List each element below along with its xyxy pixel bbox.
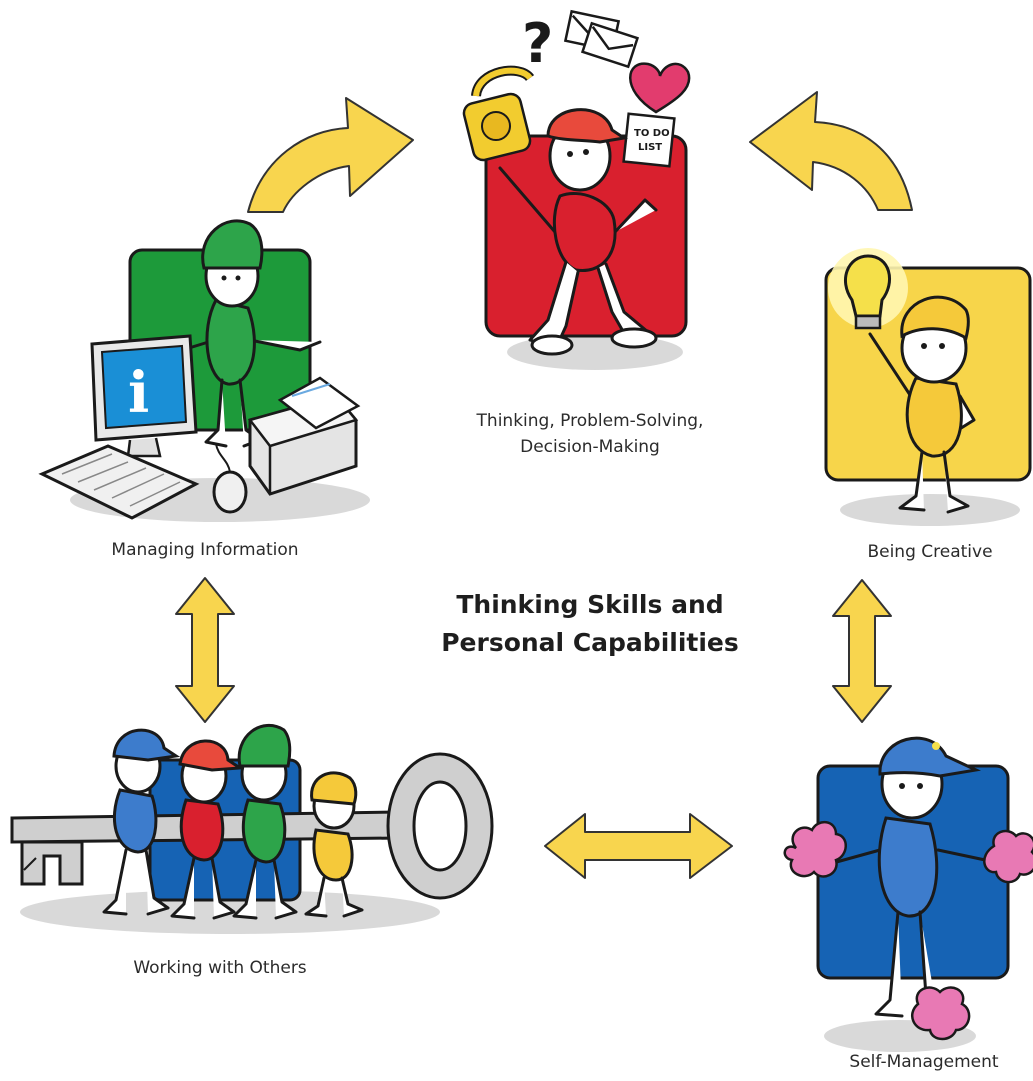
working-with-others-label: Working with Others xyxy=(133,958,307,978)
pink-pompom-bottom xyxy=(911,986,971,1041)
printer-icon xyxy=(247,376,361,496)
self-management-illustration xyxy=(783,736,1033,1052)
green-hat-figure xyxy=(148,219,322,448)
curved-arrow-right-to-top xyxy=(749,91,913,211)
managing-information-illustration: i xyxy=(38,219,370,522)
red-cap-figure-small xyxy=(170,739,245,920)
heart-icon xyxy=(629,62,691,114)
svg-text:LIST: LIST xyxy=(638,142,662,153)
pink-pompom-right xyxy=(983,829,1033,884)
thinking-label: Thinking, Problem-Solving, Decision-Maki… xyxy=(400,408,780,460)
thinking-label-line2: Decision-Making xyxy=(520,437,660,457)
red-cap-figure xyxy=(498,108,658,356)
lightbulb-icon xyxy=(828,248,908,330)
yellow-hat-figure-small xyxy=(304,771,364,918)
thinking-node-illustration: ? TO DO LIST xyxy=(462,9,691,370)
blue-cap-figure xyxy=(820,736,1006,1018)
blue-cap-figure-small xyxy=(102,728,181,916)
being-creative-illustration xyxy=(824,248,1032,526)
working-with-others-illustration xyxy=(10,723,494,934)
diagram-title-line1: Thinking Skills and xyxy=(456,590,724,619)
computer-monitor-icon: i xyxy=(90,334,198,458)
info-icon: i xyxy=(128,360,149,426)
managing-information-label: Managing Information xyxy=(111,540,299,560)
being-creative-label: Being Creative xyxy=(867,542,993,562)
double-arrow-right-vertical xyxy=(832,579,892,723)
keyboard-icon xyxy=(38,444,200,520)
envelope-icon xyxy=(563,9,640,69)
green-hat-figure-small xyxy=(232,723,298,920)
mouse-icon xyxy=(212,443,248,514)
telephone-icon xyxy=(462,65,535,162)
question-mark-icon: ? xyxy=(522,12,553,75)
pink-pompom-left xyxy=(783,821,847,878)
diagram-title-line2: Personal Capabilities xyxy=(441,628,739,657)
double-arrow-horizontal xyxy=(544,813,733,879)
svg-text:TO DO: TO DO xyxy=(634,128,670,139)
thinking-label-line1: Thinking, Problem-Solving, xyxy=(476,411,704,431)
double-arrow-left-vertical xyxy=(175,577,235,723)
diagram-title: Thinking Skills and Personal Capabilitie… xyxy=(390,586,790,662)
curved-arrow-left-to-top xyxy=(247,97,414,213)
yellow-hat-figure xyxy=(868,295,976,514)
todo-list-icon: TO DO LIST xyxy=(622,112,676,168)
self-management-label: Self-Management xyxy=(849,1052,999,1072)
